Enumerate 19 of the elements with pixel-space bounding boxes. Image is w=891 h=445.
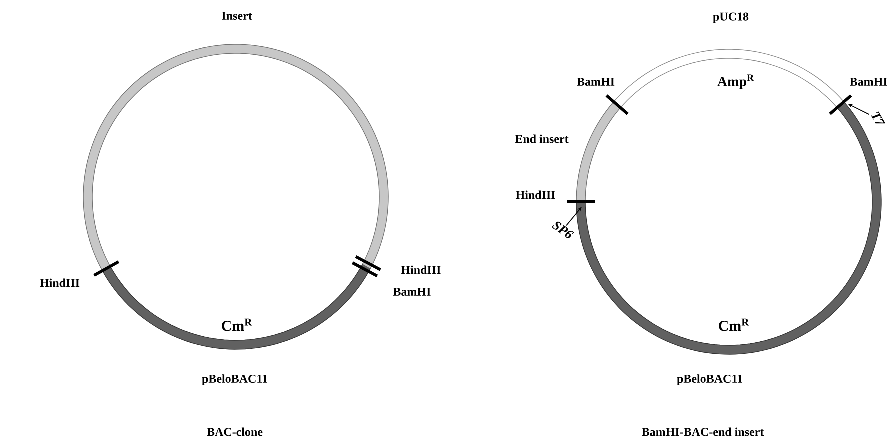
label: pBeloBAC11 [677, 374, 742, 386]
label: pUC18 [713, 12, 749, 24]
label: BamHI [850, 78, 888, 86]
label: Amp$^{R}$ [718, 74, 754, 90]
label: HindIII [516, 190, 556, 200]
label: BamHI [577, 78, 615, 86]
primer-label: SP6 [552, 222, 574, 238]
label: HindIII [40, 278, 80, 288]
primer-label: T7 [871, 112, 886, 124]
label: BAC-clone [207, 428, 263, 436]
label: HindIII [401, 266, 441, 274]
arrow [566, 207, 582, 226]
label: Cm$^{R}$ [222, 318, 252, 332]
label: Insert [222, 12, 252, 20]
label: BamHI-BAC-end insert [642, 428, 764, 436]
label: Cm$^{R}$ [719, 318, 750, 332]
label: pBeloBAC11 [202, 374, 268, 386]
label: BamHI [393, 288, 431, 296]
label: End insert [515, 134, 569, 144]
